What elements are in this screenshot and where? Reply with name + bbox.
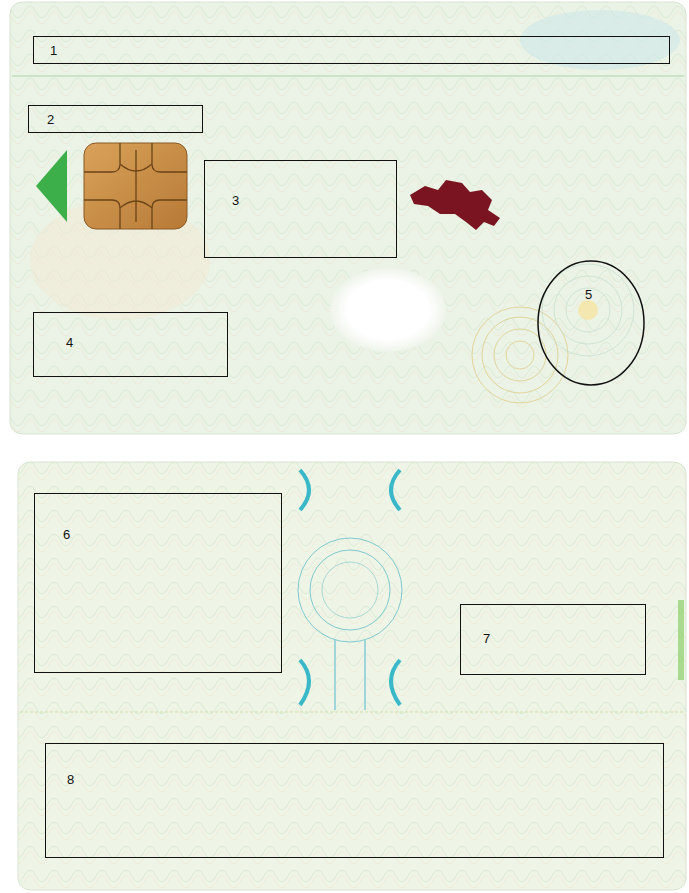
callout-number: 7: [483, 631, 490, 646]
card-back: [18, 462, 686, 890]
callout-number: 8: [67, 772, 74, 787]
callout-number: 6: [63, 527, 70, 542]
callout-box: 8: [45, 743, 664, 858]
card-front: [10, 2, 686, 434]
center-ornament: [298, 470, 402, 710]
callout-number: 3: [232, 193, 239, 208]
green-triangle: [36, 150, 67, 222]
seal: [472, 307, 568, 403]
callout-ellipse: 5: [537, 260, 645, 386]
belgium-map: [410, 180, 500, 230]
callout-box: 3: [204, 160, 397, 258]
callout-number: 4: [66, 335, 73, 350]
callout-number: 1: [50, 43, 57, 58]
callout-box: 4: [33, 312, 228, 377]
white-oval: [330, 268, 446, 352]
callout-box: 6: [34, 493, 282, 673]
chip: [84, 143, 187, 229]
callout-box: 1: [33, 36, 670, 64]
callout-number: 2: [47, 112, 54, 127]
callout-box: 2: [28, 105, 203, 133]
callout-box: 7: [460, 604, 646, 675]
callout-number: 5: [585, 287, 592, 302]
rosette: [542, 264, 634, 356]
vertical-strip: [678, 600, 684, 680]
ellipse-outline: [537, 260, 645, 386]
